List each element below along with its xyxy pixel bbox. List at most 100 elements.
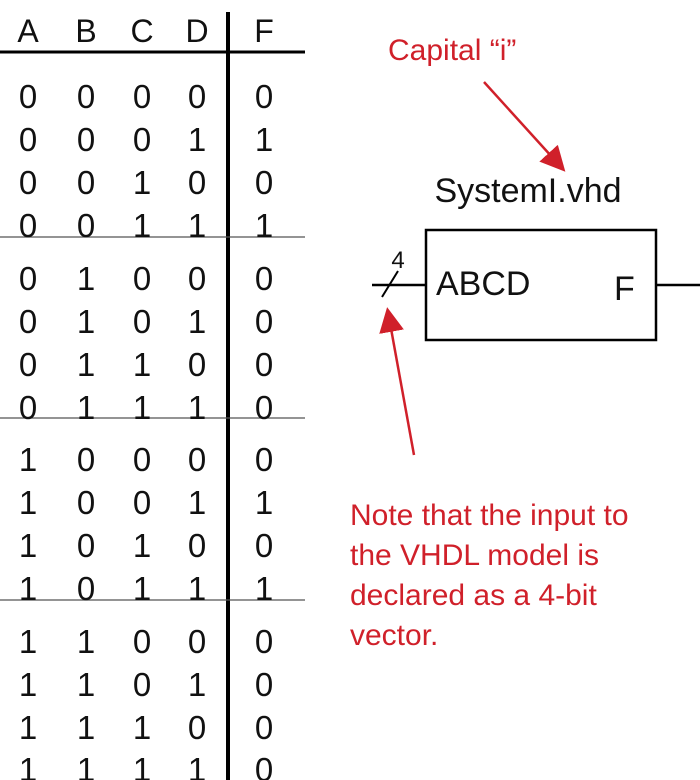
table-cell: 1 <box>188 751 206 780</box>
table-cell: 0 <box>133 78 151 115</box>
table-cell: 0 <box>188 164 206 201</box>
table-cell: 0 <box>255 527 273 564</box>
capital-i-note: Capital “i” <box>388 34 516 67</box>
table-cell: 0 <box>19 346 37 383</box>
annotations: Capital “i” Note that the input to the VH… <box>350 34 629 652</box>
capital-i-arrow <box>483 81 566 172</box>
table-cell: 0 <box>77 121 95 158</box>
table-cell: 0 <box>77 484 95 521</box>
block-diagram: SystemI.vhd 4 ABCD F <box>372 172 700 342</box>
table-cell: 0 <box>188 346 206 383</box>
table-cell: 1 <box>133 164 151 201</box>
table-cell: 0 <box>77 164 95 201</box>
table-cell: 0 <box>188 260 206 297</box>
column-header-b: B <box>75 13 96 49</box>
table-cell: 0 <box>188 78 206 115</box>
table-cell: 1 <box>255 207 273 244</box>
table-cell: 0 <box>255 623 273 660</box>
table-cell: 0 <box>255 303 273 340</box>
bus-slash <box>381 270 399 298</box>
table-cell: 1 <box>77 709 95 746</box>
table-cell: 1 <box>19 570 37 607</box>
table-cell: 1 <box>133 346 151 383</box>
table-cell: 0 <box>77 527 95 564</box>
table-cell: 0 <box>188 527 206 564</box>
table-cell: 0 <box>19 260 37 297</box>
table-cell: 1 <box>188 666 206 703</box>
table-cell: 1 <box>19 527 37 564</box>
table-cell: 1 <box>133 709 151 746</box>
table-cell: 0 <box>133 260 151 297</box>
input-note-line: vector. <box>350 619 438 652</box>
table-cell: 1 <box>19 441 37 478</box>
column-header-f: F <box>254 13 274 49</box>
table-cell: 0 <box>133 121 151 158</box>
table-cell: 1 <box>188 207 206 244</box>
table-cell: 1 <box>188 484 206 521</box>
table-cell: 0 <box>188 623 206 660</box>
table-cell: 1 <box>133 570 151 607</box>
table-cell: 0 <box>19 303 37 340</box>
block-file-name: SystemI.vhd <box>434 172 621 210</box>
column-header-c: C <box>130 13 153 49</box>
table-cell: 0 <box>255 164 273 201</box>
table-cell: 1 <box>19 484 37 521</box>
table-cell: 1 <box>133 751 151 780</box>
table-cell: 0 <box>188 709 206 746</box>
table-cell: 0 <box>133 441 151 478</box>
table-cell: 0 <box>255 709 273 746</box>
table-cell: 0 <box>133 303 151 340</box>
table-cell: 1 <box>188 303 206 340</box>
input-note-line: Note that the input to <box>350 499 629 532</box>
table-cell: 0 <box>133 484 151 521</box>
table-cell: 0 <box>133 666 151 703</box>
output-port-label: F <box>614 270 635 308</box>
table-cell: 0 <box>133 623 151 660</box>
table-cell: 0 <box>188 441 206 478</box>
table-cell: 1 <box>19 709 37 746</box>
table-cell: 0 <box>19 164 37 201</box>
input-note-line: the VHDL model is <box>350 539 599 572</box>
table-cell: 0 <box>77 441 95 478</box>
input-note-arrow <box>379 307 416 456</box>
table-cell: 0 <box>19 207 37 244</box>
input-port-label: ABCD <box>436 265 530 303</box>
table-cell: 1 <box>133 207 151 244</box>
table-cell: 1 <box>188 389 206 426</box>
table-cell: 0 <box>255 389 273 426</box>
table-cell: 1 <box>255 484 273 521</box>
table-cell: 1 <box>255 570 273 607</box>
table-cell: 0 <box>255 346 273 383</box>
table-cell: 0 <box>255 751 273 780</box>
table-cell: 1 <box>77 260 95 297</box>
system-block <box>424 228 658 342</box>
table-cell: 0 <box>77 570 95 607</box>
table-cell: 1 <box>77 389 95 426</box>
table-cell: 0 <box>255 78 273 115</box>
table-cell: 0 <box>255 441 273 478</box>
table-cell: 0 <box>19 78 37 115</box>
table-cell: 1 <box>77 303 95 340</box>
column-header-a: A <box>17 13 39 49</box>
table-cell: 1 <box>77 666 95 703</box>
table-cell: 1 <box>188 121 206 158</box>
bus-width-label: 4 <box>391 247 404 274</box>
